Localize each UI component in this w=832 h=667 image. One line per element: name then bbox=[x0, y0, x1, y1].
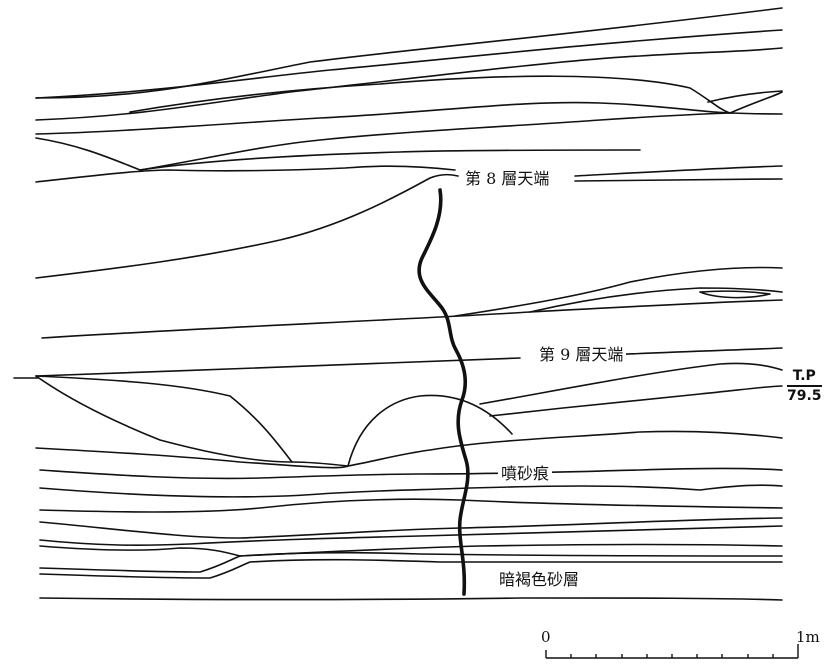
scale-start-label: 0 bbox=[541, 628, 551, 646]
layer-boundary bbox=[41, 299, 783, 339]
layer-boundary bbox=[35, 47, 783, 121]
layer-boundary bbox=[35, 375, 293, 463]
datum-level-marker: T.P 79.5 bbox=[787, 367, 822, 405]
layer-boundary bbox=[139, 149, 641, 171]
layer-boundary bbox=[574, 165, 783, 177]
scale-end-label: 1m bbox=[796, 628, 820, 646]
layer-boundary bbox=[707, 90, 783, 103]
datum-value: 79.5 bbox=[787, 385, 822, 405]
layer-boundary bbox=[479, 362, 783, 405]
sand-blow-dome bbox=[347, 394, 513, 467]
layer-boundary bbox=[489, 385, 783, 417]
datum-name: T.P bbox=[792, 368, 816, 384]
layer-boundary bbox=[39, 551, 783, 573]
layer-boundary bbox=[35, 430, 783, 469]
layer-boundary bbox=[129, 75, 731, 114]
layer-boundary bbox=[35, 165, 456, 183]
layer-boundary bbox=[35, 112, 783, 171]
layer-boundary bbox=[35, 357, 521, 377]
scale-bar bbox=[545, 644, 799, 659]
label-sand-blow: 噴砂痕 bbox=[498, 460, 553, 484]
layer-boundary bbox=[39, 597, 783, 601]
layer-boundary bbox=[35, 91, 783, 135]
layer-boundary bbox=[35, 173, 459, 279]
layer-boundary bbox=[39, 498, 783, 513]
layer-boundary bbox=[35, 375, 349, 467]
layer-boundary bbox=[39, 558, 783, 579]
label-layer8-top: 第 8 層天端 bbox=[462, 165, 553, 189]
layer-boundary bbox=[39, 484, 783, 498]
layer-boundary bbox=[39, 467, 783, 480]
layer-boundary bbox=[574, 178, 783, 182]
layer-boundary bbox=[454, 266, 783, 317]
sand-blow-vein bbox=[417, 188, 470, 596]
layer-boundary bbox=[35, 7, 783, 99]
label-layer9-top: 第 9 層天端 bbox=[536, 341, 627, 365]
label-dark-brown-sand-layer: 暗褐色砂層 bbox=[496, 566, 583, 590]
layer-boundary bbox=[529, 287, 783, 313]
layer-boundary bbox=[39, 517, 783, 539]
layer-boundary bbox=[35, 29, 783, 99]
layer-boundary bbox=[39, 525, 783, 546]
layer-boundary bbox=[699, 290, 771, 299]
layer-boundary bbox=[39, 543, 783, 557]
